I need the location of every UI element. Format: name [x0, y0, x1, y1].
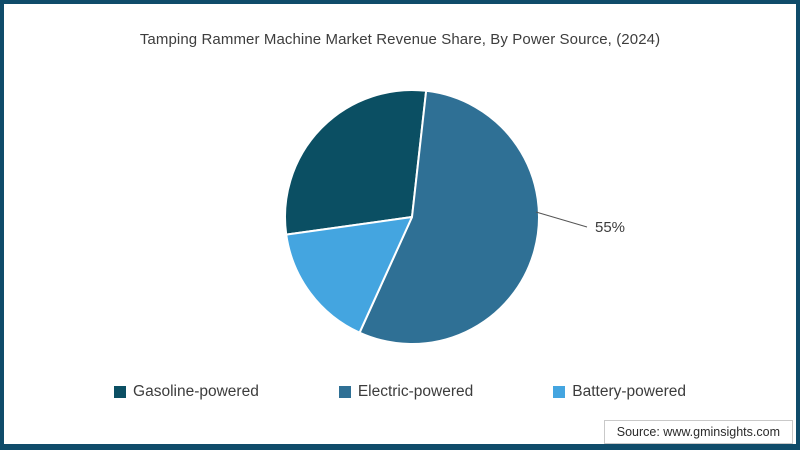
slice-percentage-label: 55% [595, 219, 626, 236]
legend-item-battery-powered: Battery-powered [553, 383, 686, 401]
legend-item-gasoline-powered: Gasoline-powered [114, 383, 259, 401]
legend-label-gasoline-powered: Gasoline-powered [133, 383, 259, 400]
pie-slice-electric-powered [358, 89, 540, 345]
pie-slice-gasoline-powered [284, 89, 428, 236]
pie-svg [284, 89, 588, 345]
leader-line [535, 211, 588, 228]
source-attribution: Source: www.gminsights.com [603, 420, 793, 444]
legend-swatch-electric-powered [338, 386, 351, 398]
pie-slice-battery-powered [285, 216, 413, 334]
legend-item-electric-powered: Electric-powered [338, 383, 474, 401]
legend-label-electric-powered: Electric-powered [357, 383, 474, 400]
legend: Gasoline-powered Electric-powered Battery-… [4, 383, 796, 401]
chart-title: Tamping Rammer Machine Market Revenue Sh… [139, 31, 661, 48]
legend-swatch-gasoline-powered [114, 386, 127, 398]
legend-swatch-battery-powered [553, 386, 566, 398]
legend-label-battery-powered: Battery-powered [572, 383, 686, 400]
pie-slices [284, 89, 540, 345]
